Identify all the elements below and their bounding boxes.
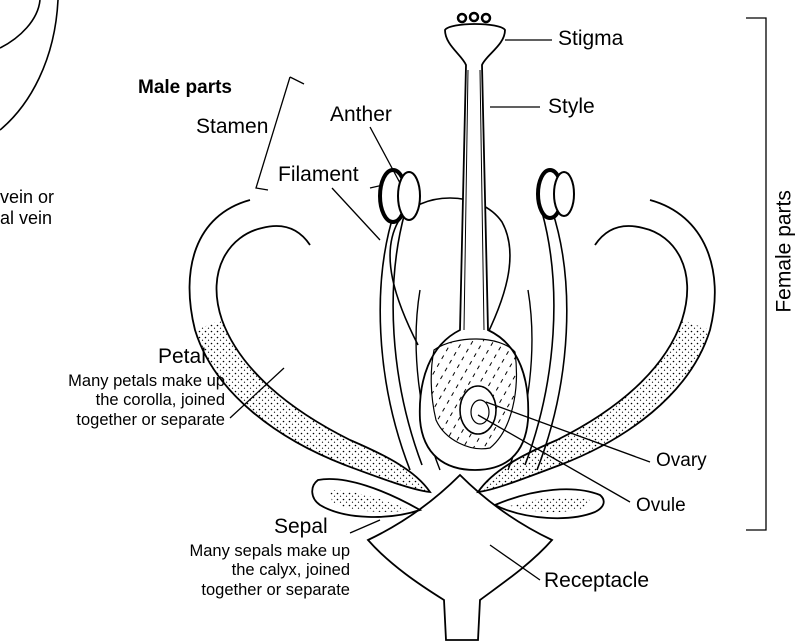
sepal-desc-line-2: the calyx, joined	[190, 561, 351, 580]
vein-line-1: vein or	[0, 187, 54, 208]
sepal-right	[495, 489, 604, 518]
vein-label-fragment: vein or al vein	[0, 187, 54, 229]
sepal-desc-line-1: Many sepals make up	[190, 542, 351, 561]
petal-desc-line-1: Many petals make up	[68, 372, 225, 391]
sepal-desc-line-3: together or separate	[190, 581, 351, 600]
petal-desc-line-3: together or separate	[68, 411, 225, 430]
filament-right	[525, 210, 567, 470]
style-label: Style	[548, 95, 595, 120]
sepal-label: Sepal	[274, 515, 328, 540]
sepal-description: Many sepals make up the calyx, joined to…	[190, 542, 351, 600]
petal-desc-line-2: the corolla, joined	[68, 391, 225, 410]
male-parts-label: Male parts	[138, 77, 232, 99]
ovary-label: Ovary	[656, 450, 707, 472]
anther-left	[380, 170, 420, 222]
female-parts-label: Female parts	[773, 186, 798, 316]
anther-right	[538, 170, 574, 218]
stigma-label: Stigma	[558, 27, 623, 52]
anther-label: Anther	[330, 103, 392, 128]
vein-line-2: al vein	[0, 208, 54, 229]
filament-label: Filament	[278, 163, 359, 188]
ovule-label: Ovule	[636, 495, 686, 517]
petal-description: Many petals make up the corolla, joined …	[68, 372, 225, 430]
petal-label: Petal	[158, 345, 206, 370]
leaf-fragment	[0, 0, 58, 130]
receptacle-label: Receptacle	[544, 569, 649, 594]
stamen-label: Stamen	[196, 115, 268, 140]
